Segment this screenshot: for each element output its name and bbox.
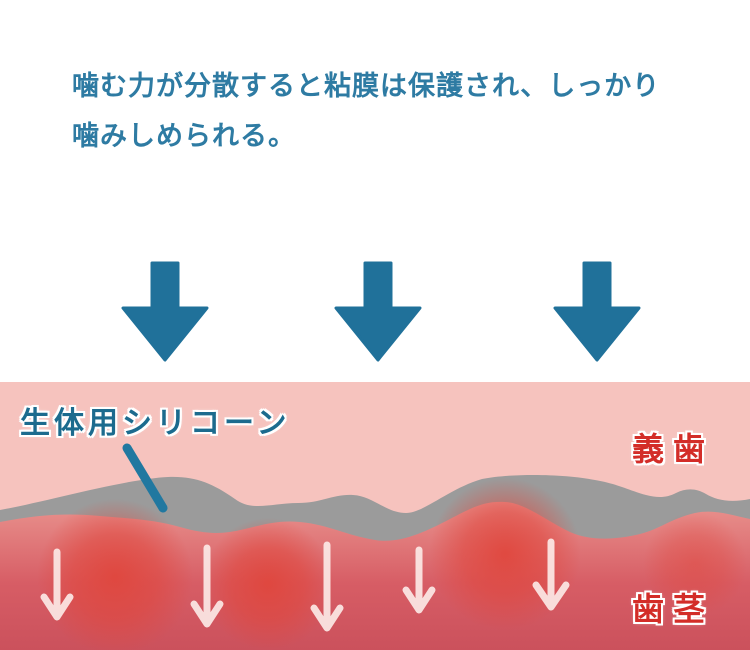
pressure-arrow-icon	[532, 538, 570, 611]
chewing-force-arrows	[121, 261, 641, 362]
force-arrow-icon	[553, 261, 641, 362]
pressure-arrow-icon	[40, 548, 74, 621]
cross-section-graphic	[0, 443, 750, 650]
page-title-line1: 噛む力が分散すると粘膜は保護され、しっかり	[72, 71, 661, 102]
pressure-spot	[429, 478, 581, 630]
silicone-label: 生体用シリコーン	[20, 406, 291, 441]
pressure-spot	[202, 518, 334, 650]
page-title-line2: 噛みしめられる。	[72, 121, 296, 152]
pressure-arrow-icon	[310, 541, 344, 632]
silicone-pointer-line	[122, 443, 168, 513]
denture-label: 義歯	[632, 430, 715, 468]
pressure-spot	[643, 512, 747, 616]
force-arrow-icon	[121, 261, 209, 362]
denture-cross-section: 生体用シリコーン 義歯 歯茎	[0, 382, 750, 650]
page-title: 噛む力が分散すると粘膜は保護され、しっかり 噛みしめられる。	[72, 62, 692, 162]
force-arrow-icon	[334, 261, 422, 362]
pressure-arrow-icon	[190, 544, 224, 628]
pressure-arrow-icon	[402, 546, 436, 614]
pressure-spot	[37, 499, 193, 650]
gum-label: 歯茎	[632, 590, 715, 628]
